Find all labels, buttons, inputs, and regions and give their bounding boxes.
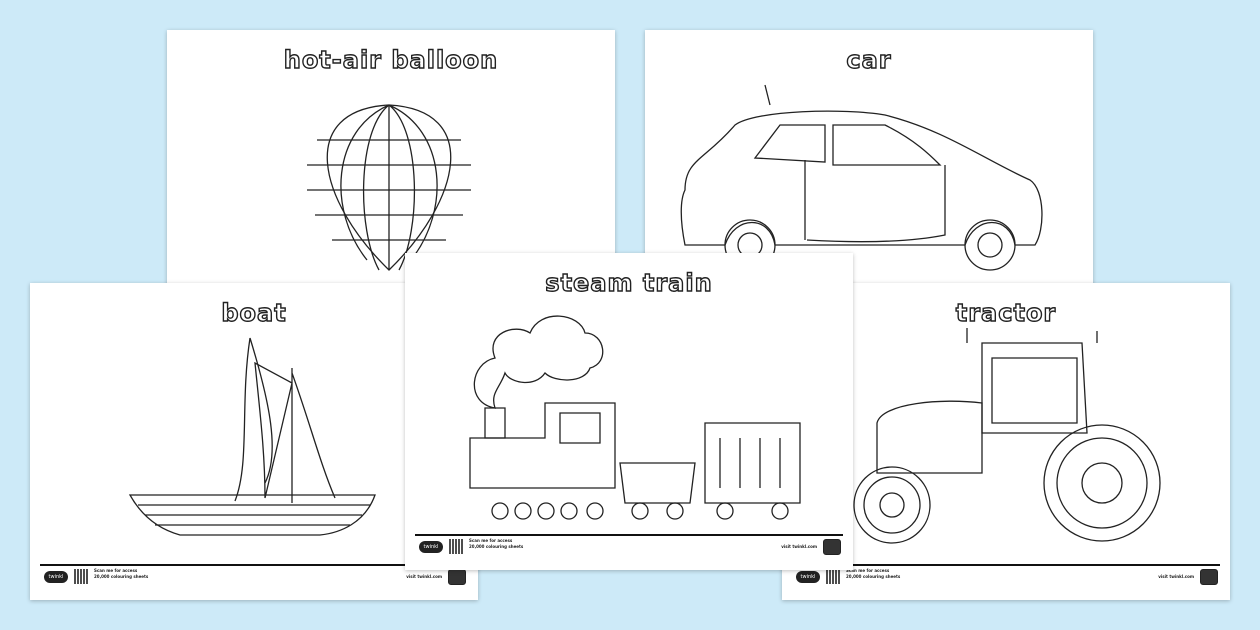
scan-text: Scan me for access 20,000 colouring shee… <box>846 568 901 579</box>
twinkl-logo: twinkl <box>419 541 443 553</box>
qr-code-icon <box>74 569 88 584</box>
sheet-title: hot-air balloon <box>283 45 499 74</box>
twinkl-logo: twinkl <box>44 571 68 583</box>
steam-train-illustration <box>469 315 801 520</box>
sheet-boat[interactable]: boat twinkl Scan me for access 20,000 co… <box>30 283 478 600</box>
visit-link[interactable]: visit twinkl.com <box>781 544 817 549</box>
badge-icon <box>448 569 466 585</box>
qr-code-icon <box>826 569 840 584</box>
twinkl-logo: twinkl <box>796 571 820 583</box>
tractor-illustration <box>853 328 1161 544</box>
sheet-footer: twinkl Scan me for access 20,000 colouri… <box>40 564 468 588</box>
sheet-footer: twinkl Scan me for access 20,000 colouri… <box>792 564 1220 588</box>
sheet-footer: twinkl Scan me for access 20,000 colouri… <box>415 534 843 558</box>
boat-illustration <box>128 337 376 536</box>
sheet-steam-train[interactable]: steam train twinkl Scan me for access 20… <box>405 253 853 570</box>
car-illustration <box>680 84 1043 271</box>
sheet-title: boat <box>221 298 287 327</box>
scan-text: Scan me for access 20,000 colouring shee… <box>469 538 524 549</box>
visit-link[interactable]: visit twinkl.com <box>406 574 442 579</box>
badge-icon <box>823 539 841 555</box>
badge-icon <box>1200 569 1218 585</box>
sheet-tractor[interactable]: tractor twinkl Scan me for access 20,000… <box>782 283 1230 600</box>
sheet-title: steam train <box>545 268 713 297</box>
scan-text: Scan me for access 20,000 colouring shee… <box>94 568 149 579</box>
visit-link[interactable]: visit twinkl.com <box>1158 574 1194 579</box>
sheet-title: tractor <box>955 298 1057 327</box>
balloon-illustration <box>307 104 471 271</box>
qr-code-icon <box>449 539 463 554</box>
sheet-title: car <box>846 45 892 74</box>
